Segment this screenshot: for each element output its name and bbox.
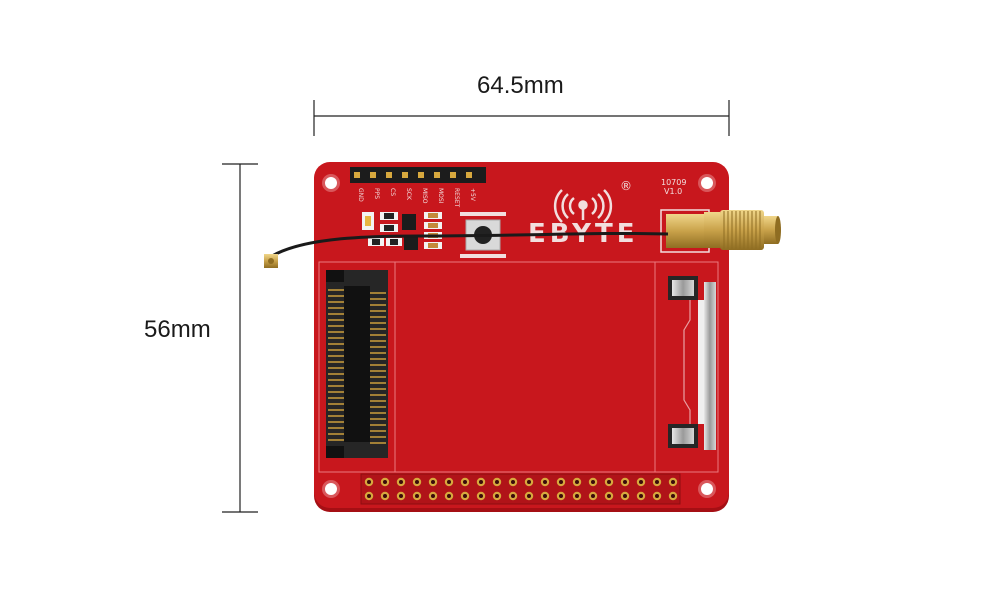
height-dimension-line [222,163,258,513]
width-dimension-label: 64.5mm [477,72,564,99]
header-pin [434,172,440,178]
pin-label: +5V [469,188,476,202]
pin-labels: GND PPS CS SCK MISO MOSI RESET +5V [357,188,476,208]
pin-label: RESET [453,188,460,208]
silkscreen-outline [318,261,719,473]
board-version: V1.0 [664,187,682,196]
antenna-cable [264,231,669,268]
header-pin [450,172,456,178]
height-dimension-label: 56mm [144,316,211,343]
pcb-board: GND PPS CS SCK MISO MOSI RESET +5V [264,162,781,512]
pin-label: MOSI [437,188,444,204]
wireless-signal-icon [553,189,613,223]
width-dimension-line [313,100,730,136]
model-number: 10709 [661,178,686,187]
pin-label: MISO [421,188,428,204]
header-pin [354,172,360,178]
pin-header [350,167,486,183]
mini-pcie-slot [326,270,388,458]
mounting-holes [322,174,716,498]
pin-label: CS [389,188,396,196]
header-pin [370,172,376,178]
sim-card-slot [668,276,716,450]
header-pin [402,172,408,178]
registered-mark: ® [620,179,632,193]
gpio-header [360,473,681,505]
pin-label: PPS [373,188,380,199]
sma-connector [660,209,781,253]
pin-label: GND [357,188,364,202]
header-pin [386,172,392,178]
pin-label: SCK [405,188,412,201]
header-pin [466,172,472,178]
header-pin [418,172,424,178]
